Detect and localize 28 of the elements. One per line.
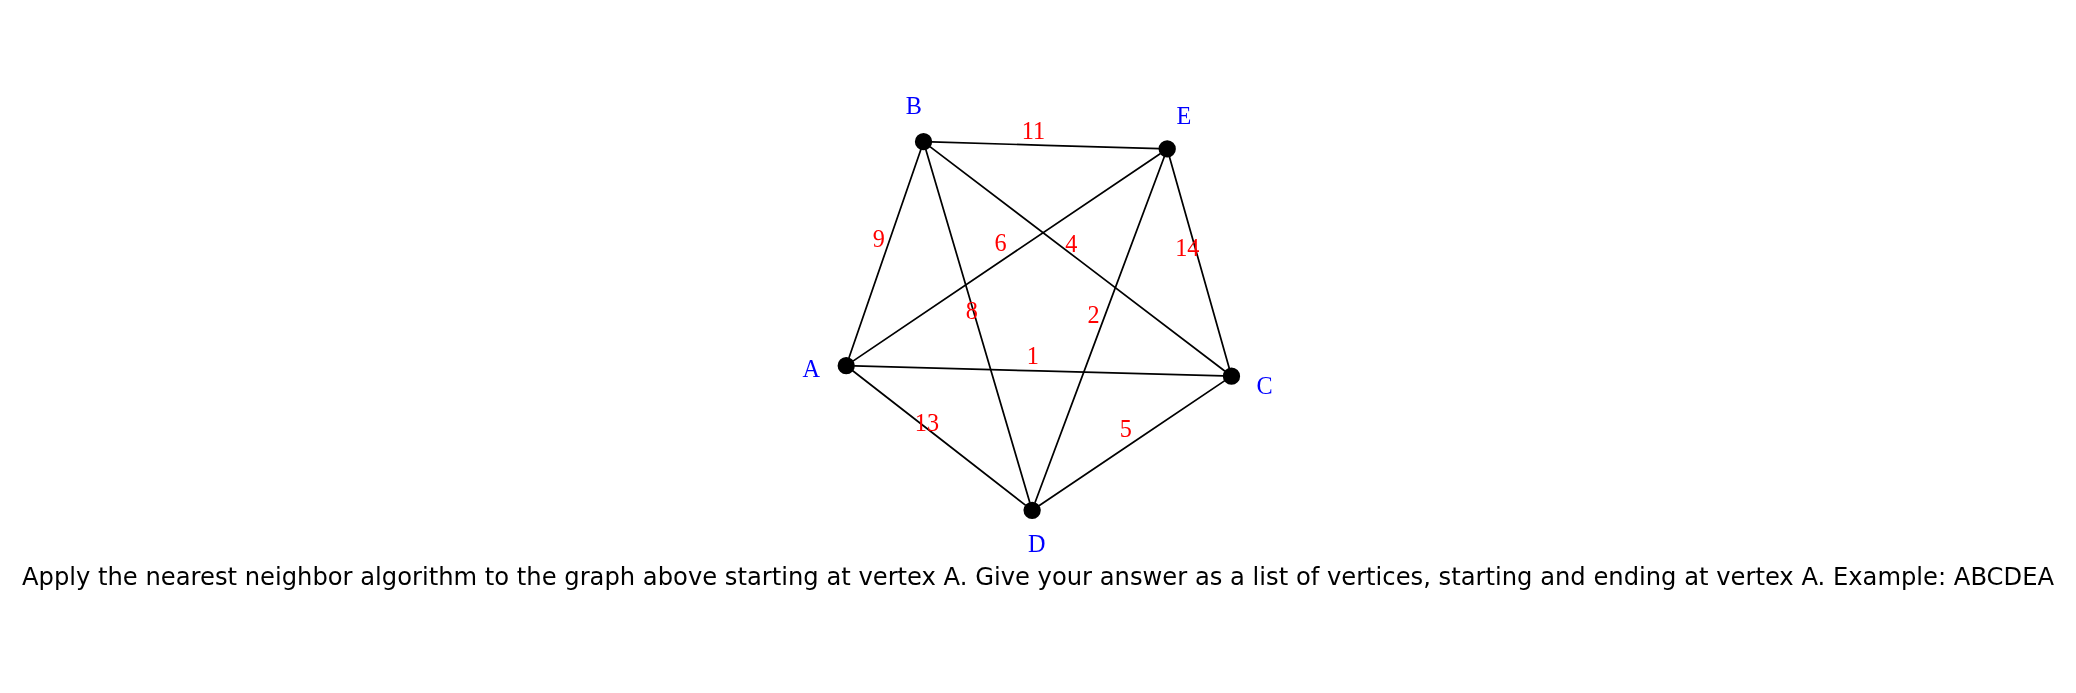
connector — [852, 152, 1162, 362]
connector — [930, 141, 1161, 150]
connector — [848, 148, 922, 359]
connector — [1038, 379, 1226, 507]
node-circle — [1222, 367, 1241, 385]
connector — [929, 145, 1226, 373]
connector — [1034, 155, 1166, 504]
connector — [853, 365, 1225, 377]
edge-label: 4 — [1065, 230, 1078, 258]
edge-label: 6 — [994, 228, 1007, 256]
edge-label: 2 — [1087, 301, 1100, 329]
edge-label: 11 — [1021, 116, 1046, 144]
node-label: C — [1256, 372, 1273, 400]
node-circle — [1023, 501, 1041, 519]
node-label: D — [1027, 529, 1046, 557]
node-circle — [1158, 140, 1176, 158]
edge-label: 9 — [872, 224, 885, 252]
connector — [851, 369, 1027, 507]
connector — [924, 148, 1031, 504]
connector — [1168, 155, 1231, 370]
edge-label: 5 — [1119, 414, 1132, 442]
caption: Apply the nearest neighbor algorithm to the graph above starting at vertex A. Give your answer as a list of vertices, starting and ending at vertex A. Example: ABCDEA — [21, 562, 2055, 591]
node-label: E — [1176, 102, 1192, 130]
node-circle — [914, 133, 933, 151]
edge-label: 1 — [1026, 342, 1039, 370]
node-label: A — [802, 354, 821, 382]
node-label: B — [905, 92, 922, 120]
node-circle — [837, 357, 855, 375]
